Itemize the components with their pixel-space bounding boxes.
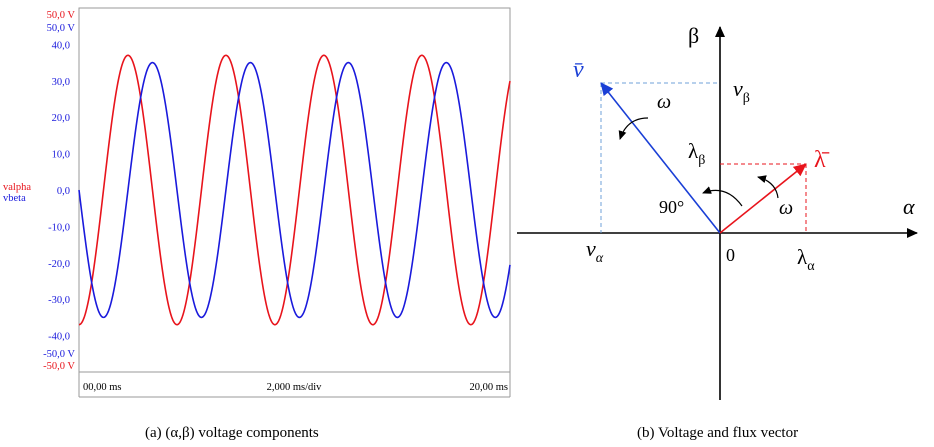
omega-lambda-label: ω <box>779 197 793 219</box>
omega-v-label: ω <box>657 91 671 113</box>
y-tick-label: 30,0 <box>52 77 70 88</box>
origin-label: 0 <box>726 245 735 265</box>
voltage-flux-vector-diagram: α β 0 v̄ λ̄ vβ vα λβ λα ω ω 90° <box>510 0 934 420</box>
chart-svg: 50,0 V 50,0 V -50,0 V -50,0 V valpha vbe… <box>3 7 511 398</box>
angle-label: 90° <box>659 197 684 217</box>
legend-valpha: valpha <box>3 182 31 193</box>
x-label-start: 00,00 ms <box>83 382 122 393</box>
beta-axis-label: β <box>688 23 699 48</box>
caption-b: (b) Voltage and flux vector <box>637 425 799 441</box>
v-vector <box>600 82 721 234</box>
legend-vbeta: vbeta <box>3 193 26 204</box>
y-tick-label: 40,0 <box>52 40 70 51</box>
lambda-vector-label: λ̄ <box>814 147 830 173</box>
y-tick-labels: 40,0 30,0 20,0 10,0 0,0 -10,0 -20,0 -30,0 -40,0 <box>48 40 70 342</box>
right-angle-arc <box>702 186 743 207</box>
vector-svg: α β 0 v̄ λ̄ vβ vα λβ λα ω ω 90° <box>517 23 918 400</box>
omega-v-arc <box>618 117 649 140</box>
v-beta-label: vβ <box>733 76 750 106</box>
lambda-alpha-label: λα <box>797 245 815 274</box>
x-label-scale: 2,000 ms/div <box>267 382 323 393</box>
range-label-red-top: 50,0 V <box>47 10 76 21</box>
range-label-blue-bottom: -50,0 V <box>43 349 75 360</box>
series-line-vbeta <box>78 61 511 319</box>
y-tick-label: 10,0 <box>52 150 70 161</box>
lambda-beta-label: λβ <box>688 139 705 168</box>
y-tick-label: -20,0 <box>48 259 70 270</box>
lambda-vector <box>719 163 807 234</box>
caption-a: (a) (α,β) voltage components <box>145 425 319 441</box>
y-tick-label: -10,0 <box>48 222 70 233</box>
v-vector-label: v̄ <box>573 57 584 83</box>
y-tick-label: 0,0 <box>57 186 70 197</box>
v-alpha-label: vα <box>586 236 604 266</box>
range-label-red-bottom: -50,0 V <box>43 361 75 372</box>
y-tick-label: 20,0 <box>52 113 70 124</box>
y-tick-label: -30,0 <box>48 295 70 306</box>
omega-lambda-arc <box>757 175 779 199</box>
voltage-components-chart: 50,0 V 50,0 V -50,0 V -50,0 V valpha vbe… <box>0 0 520 400</box>
x-label-end: 20,00 ms <box>469 382 508 393</box>
range-label-blue-top: 50,0 V <box>47 23 76 34</box>
series-line-valpha <box>78 54 511 326</box>
y-tick-label: -40,0 <box>48 332 70 343</box>
alpha-axis-label: α <box>903 194 915 219</box>
series-layer <box>78 54 511 326</box>
